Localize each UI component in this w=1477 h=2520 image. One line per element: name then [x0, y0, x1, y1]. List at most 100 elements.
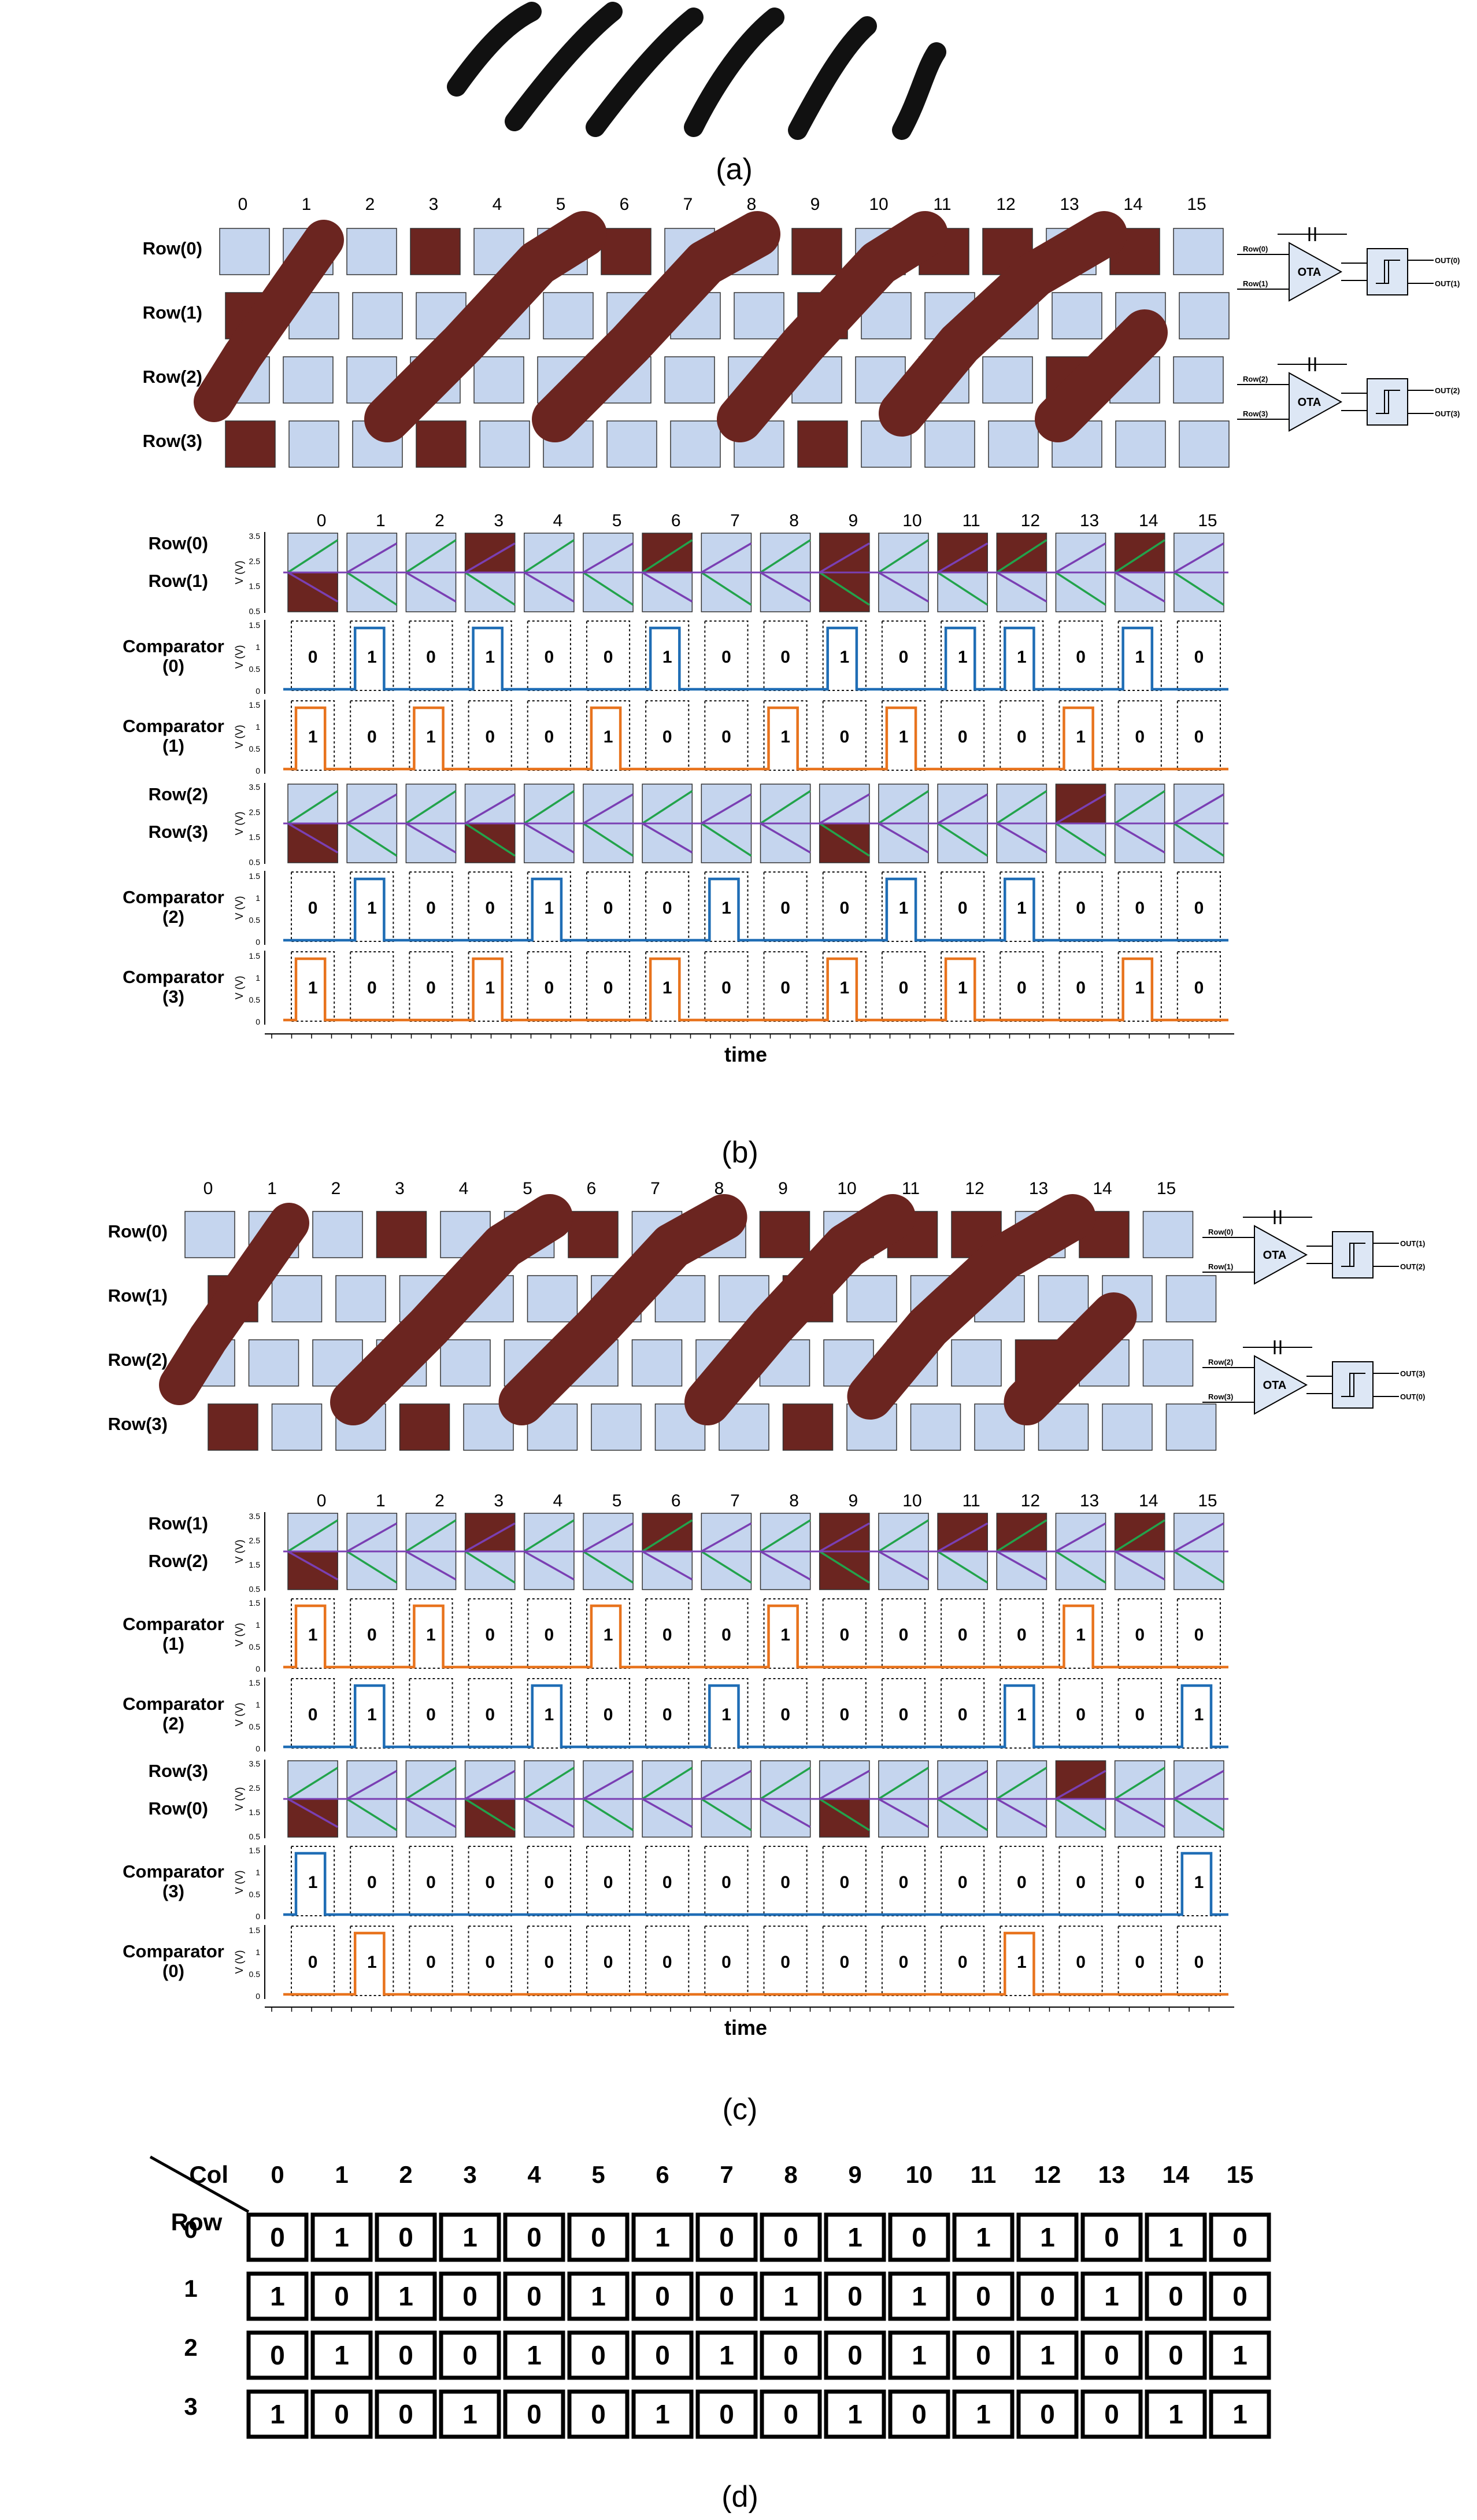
cell	[335, 1275, 386, 1322]
comparator-bit: 0	[1017, 727, 1027, 747]
bit-value: 1	[847, 2399, 862, 2429]
row-number: 0	[184, 2216, 197, 2243]
bit-value: 0	[655, 2281, 670, 2311]
window-box	[291, 951, 335, 1022]
comparator-bit: 0	[662, 899, 672, 918]
bit-cell	[1209, 2212, 1271, 2262]
window-box	[350, 951, 394, 1022]
trace-purple	[701, 1769, 752, 1800]
column-number: 4	[459, 1179, 469, 1198]
trace-cell-bottom	[878, 572, 929, 612]
trace-purple	[287, 1798, 339, 1828]
bit-value: 0	[1232, 2281, 1248, 2311]
comparator-label: (0)	[162, 656, 184, 676]
comparator-bit: 1	[1017, 899, 1027, 918]
trace-purple	[701, 793, 752, 825]
comparator-bit: 1	[367, 648, 377, 667]
cell	[1142, 1211, 1194, 1258]
comparator-bit: 0	[721, 727, 731, 747]
output-label: OUT(1)	[1400, 1239, 1425, 1248]
y-tick: 0.5	[249, 1642, 261, 1651]
column-number: 10	[902, 1491, 921, 1510]
cell	[346, 228, 397, 275]
bit-value: 0	[1040, 2281, 1055, 2311]
window-box	[1117, 871, 1162, 942]
trace-green	[1114, 790, 1165, 825]
y-tick: 0.5	[249, 1832, 261, 1841]
trace-purple	[583, 1769, 634, 1800]
trace-cell-bottom	[642, 572, 693, 612]
digit-stroke	[1004, 1292, 1137, 1425]
comparator-bit: 1	[839, 978, 849, 997]
cell	[846, 1275, 897, 1322]
trace-purple	[464, 793, 516, 825]
bit-cell	[1080, 2212, 1143, 2262]
trace-purple	[1055, 1769, 1106, 1800]
window-box	[881, 1846, 926, 1916]
bit-value: 0	[783, 2222, 798, 2252]
row-label: Row(3)	[108, 1414, 168, 1434]
bit-cell	[567, 2271, 630, 2321]
comparator-pulse	[283, 957, 1228, 1022]
window-box	[527, 1678, 571, 1749]
bit-value: 0	[462, 2281, 477, 2311]
comparator-bit: 0	[1076, 1873, 1086, 1892]
comparator-bit: 1	[780, 1625, 790, 1645]
bit-cell	[1145, 2212, 1207, 2262]
trace-green	[937, 1550, 989, 1584]
bit-value: 1	[334, 2340, 349, 2370]
x-axis-label: time	[724, 1043, 767, 1066]
y-axis-label: V (V)	[234, 725, 245, 748]
trace-green	[760, 790, 811, 825]
comparator-pulse	[283, 1684, 1228, 1749]
window-box	[468, 1846, 512, 1916]
comparator-bit: 0	[426, 1873, 436, 1892]
cell	[631, 1339, 683, 1387]
comparator-label: (1)	[162, 1634, 184, 1654]
comparator-bit: 0	[545, 1625, 554, 1645]
trace-purple	[287, 1550, 339, 1581]
trace-cell-bottom	[287, 823, 338, 863]
bit-value: 0	[719, 2281, 734, 2311]
trace-green	[346, 1798, 398, 1831]
window-box	[291, 1846, 335, 1916]
pair-top-label: Row(2)	[149, 784, 208, 804]
comparator-bit: 0	[1135, 1705, 1145, 1724]
trace-purple	[937, 1522, 989, 1553]
column-number: 12	[1021, 1491, 1040, 1510]
column-number: 3	[494, 1491, 504, 1510]
column-number: 7	[720, 2161, 733, 2188]
comparator-bit: 1	[367, 899, 377, 918]
window-box	[704, 1926, 749, 1996]
trace-purple	[1173, 542, 1224, 574]
y-axis-label: V (V)	[234, 560, 245, 584]
column-number: 5	[591, 2161, 605, 2188]
trace-cell-top	[819, 784, 870, 824]
row-number: 2	[184, 2334, 197, 2361]
comparator-bit: 1	[662, 978, 672, 997]
trace-green	[819, 571, 870, 606]
trace-cell-top	[937, 784, 988, 824]
y-tick: 0	[256, 1017, 260, 1026]
window-box	[645, 951, 690, 1022]
header-diagonal	[149, 2155, 250, 2214]
comparator-bit: 0	[780, 899, 790, 918]
trace-cell-top	[583, 1760, 634, 1800]
window-box	[291, 871, 335, 942]
trace-purple	[1173, 1769, 1224, 1800]
bit-cell	[760, 2389, 822, 2439]
trace-green	[1114, 539, 1165, 574]
bit-cell	[631, 2212, 694, 2262]
trace-purple	[878, 1798, 929, 1828]
window-box	[1117, 1926, 1162, 1996]
bit-cell	[695, 2389, 758, 2439]
column-number: 13	[1029, 1179, 1048, 1198]
comparator-bit: 0	[958, 1953, 968, 1972]
trace-purple	[996, 1550, 1047, 1581]
y-tick: 1.5	[249, 700, 261, 710]
comparator-label: (2)	[162, 907, 184, 927]
bit-cell	[1016, 2271, 1079, 2321]
bit-value: 1	[783, 2281, 798, 2311]
column-number: 1	[376, 1491, 386, 1510]
